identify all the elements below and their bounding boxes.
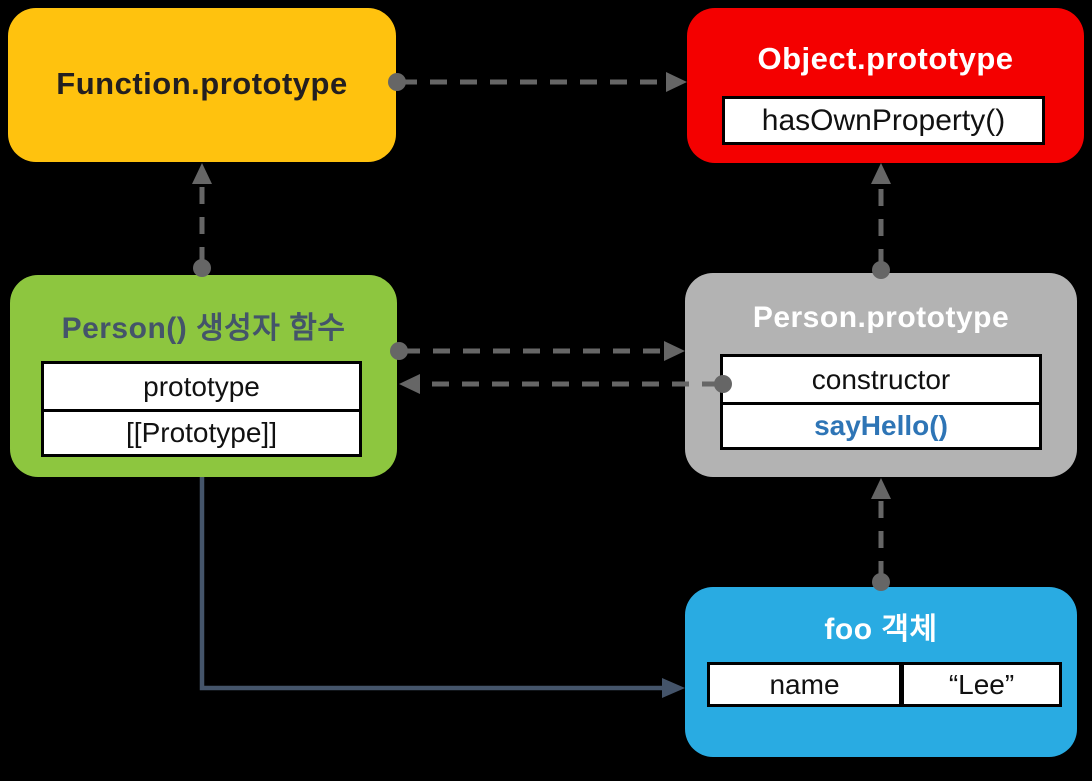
person-constructor-members: prototype [[Prototype]]: [41, 361, 362, 457]
person-ctor-prototype-to-person-proto-arrow: [390, 341, 685, 361]
foo-object-node: foo 객체 name “Lee”: [685, 587, 1077, 757]
person-prototype-title: Person.prototype: [752, 301, 1010, 334]
person-prototype-node: Person.prototype constructor sayHello(): [685, 273, 1077, 477]
object-prototype-title: Object.prototype: [757, 41, 1014, 76]
person-ctor-to-function-proto-arrow: [192, 163, 212, 277]
person-constructor-title: Person() 생성자 함수: [61, 312, 346, 345]
person-proto-to-object-proto-arrow: [871, 163, 891, 279]
member-internal-prototype: [[Prototype]]: [44, 409, 359, 454]
member-hasownproperty: hasOwnProperty(): [722, 96, 1045, 145]
foo-object-properties: name “Lee”: [707, 662, 1062, 707]
property-name-key: name: [707, 662, 902, 707]
member-prototype: prototype: [44, 364, 359, 409]
person-ctor-creates-foo-arrow: [199, 477, 685, 698]
member-sayhello: sayHello(): [723, 402, 1039, 447]
function-prototype-node: Function.prototype: [8, 8, 396, 162]
foo-to-person-proto-arrow: [871, 478, 891, 591]
person-prototype-members: constructor sayHello(): [720, 354, 1042, 450]
function-prototype-title: Function.prototype: [56, 66, 348, 101]
property-name-value: “Lee”: [902, 662, 1062, 707]
object-prototype-node: Object.prototype hasOwnProperty(): [687, 8, 1084, 163]
foo-object-title: foo 객체: [824, 613, 938, 646]
member-constructor: constructor: [723, 357, 1039, 402]
person-constructor-node: Person() 생성자 함수 prototype [[Prototype]]: [10, 275, 397, 477]
function-proto-to-object-proto-arrow: [388, 72, 687, 92]
person-proto-constructor-to-person-ctor-arrow: [399, 374, 732, 394]
